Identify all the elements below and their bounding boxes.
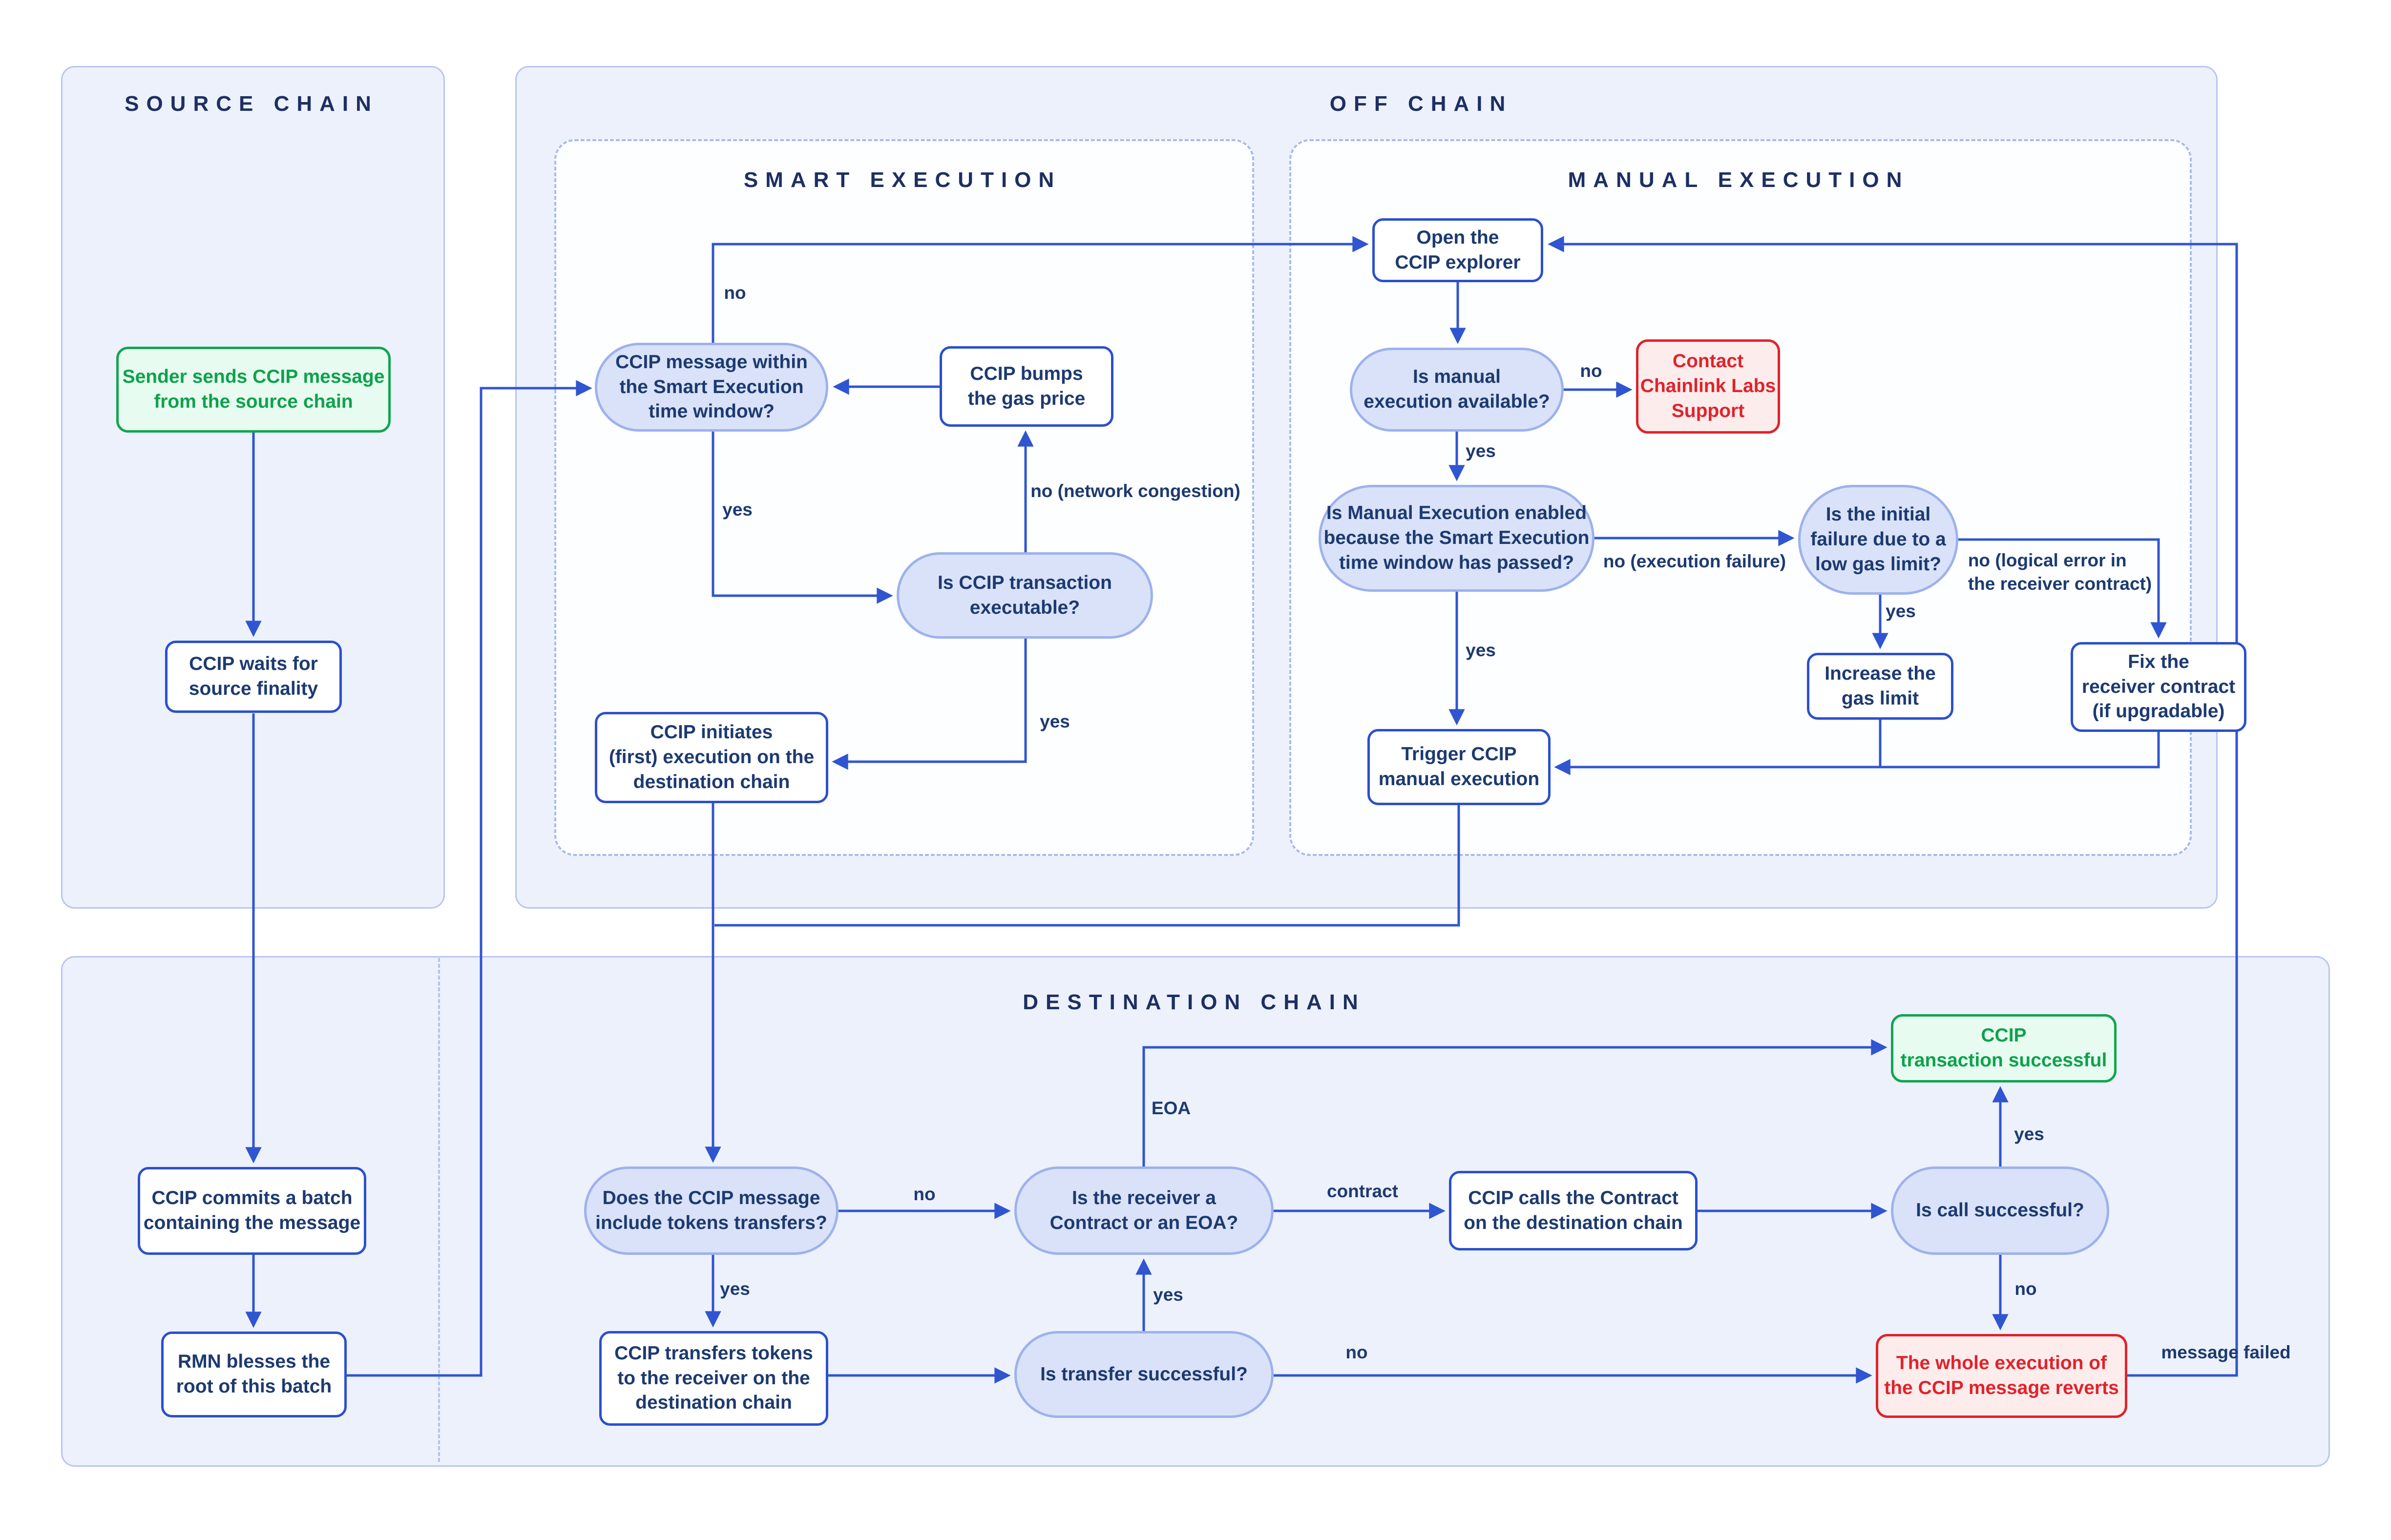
edge-label-no-exec-failure: no (execution failure) — [1603, 551, 1786, 571]
node-question-call-successful: Is call successful? — [1891, 1166, 2109, 1255]
edge-label-yes-transfer: yes — [1153, 1284, 1183, 1305]
title-off-chain: OFF CHAIN — [1329, 92, 1513, 116]
node-bumps-gas-price: CCIP bumps the gas price — [940, 346, 1113, 427]
edge-label-no-transfer: no — [1345, 1342, 1368, 1362]
node-contact-support: Contact Chainlink Labs Support — [1636, 339, 1780, 434]
node-message-reverts: The whole execution of the CCIP message … — [1876, 1334, 2127, 1418]
title-source-chain: SOURCE CHAIN — [125, 92, 378, 116]
edge-label-no-call: no — [2014, 1278, 2037, 1299]
edge-label-no-tokens: no — [913, 1184, 936, 1204]
node-question-low-gas-limit: Is the initial failure due to a low gas … — [1798, 485, 1958, 595]
destination-chain-divider — [438, 958, 440, 1462]
node-sender: Sender sends CCIP message from the sourc… — [116, 347, 391, 433]
edge-label-no-window: no — [724, 282, 746, 303]
edge-label-yes-manual: yes — [1466, 440, 1496, 461]
node-question-manual-enabled: Is Manual Execution enabled because the … — [1319, 485, 1594, 592]
node-open-ccip-explorer: Open the CCIP explorer — [1372, 218, 1543, 282]
edge-label-no-congestion: no (network congestion) — [1030, 480, 1240, 501]
node-calls-contract: CCIP calls the Contract on the destinati… — [1449, 1171, 1698, 1250]
node-initiates-execution: CCIP initiates (first) execution on the … — [595, 712, 828, 803]
title-manual-execution: MANUAL EXECUTION — [1568, 168, 1909, 192]
node-question-transfer-successful: Is transfer successful? — [1014, 1331, 1274, 1418]
node-waits-finality: CCIP waits for source finality — [165, 641, 342, 713]
node-increase-gas-limit: Increase the gas limit — [1807, 653, 1953, 720]
edge-label-yes-low-gas: yes — [1886, 601, 1916, 621]
edge-label-yes-executable: yes — [1040, 711, 1070, 731]
node-question-tokens-transfers: Does the CCIP message include tokens tra… — [584, 1166, 839, 1255]
edge-label-no-logical-error: no (logical error in the receiver contra… — [1968, 550, 2152, 594]
edge-label-message-failed: message failed — [2161, 1342, 2291, 1362]
node-question-contract-or-eoa: Is the receiver a Contract or an EOA? — [1014, 1166, 1274, 1255]
edge-label-eoa: EOA — [1151, 1098, 1191, 1118]
node-rmn-blesses: RMN blesses the root of this batch — [161, 1332, 347, 1417]
node-trigger-manual-execution: Trigger CCIP manual execution — [1367, 729, 1551, 805]
title-smart-execution: SMART EXECUTION — [743, 168, 1062, 192]
node-question-executable: Is CCIP transaction executable? — [897, 552, 1153, 639]
title-destination-chain: DESTINATION CHAIN — [1023, 990, 1365, 1014]
edge-label-yes-tokens: yes — [720, 1278, 750, 1299]
node-transfers-tokens: CCIP transfers tokens to the receiver on… — [599, 1331, 828, 1426]
node-fix-receiver-contract: Fix the receiver contract (if upgradable… — [2071, 642, 2246, 732]
edge-label-contract: contract — [1327, 1181, 1398, 1201]
edge-label-yes-enabled: yes — [1466, 640, 1496, 660]
node-question-time-window: CCIP message within the Smart Execution … — [595, 343, 828, 432]
node-commits-batch: CCIP commits a batch containing the mess… — [138, 1167, 366, 1255]
edge-label-no-manual: no — [1580, 360, 1602, 381]
node-transaction-successful: CCIP transaction successful — [1891, 1014, 2117, 1082]
edge-label-yes-window: yes — [722, 499, 753, 520]
node-question-manual-available: Is manual execution available? — [1350, 348, 1564, 432]
edge-label-yes-call: yes — [2014, 1124, 2044, 1144]
